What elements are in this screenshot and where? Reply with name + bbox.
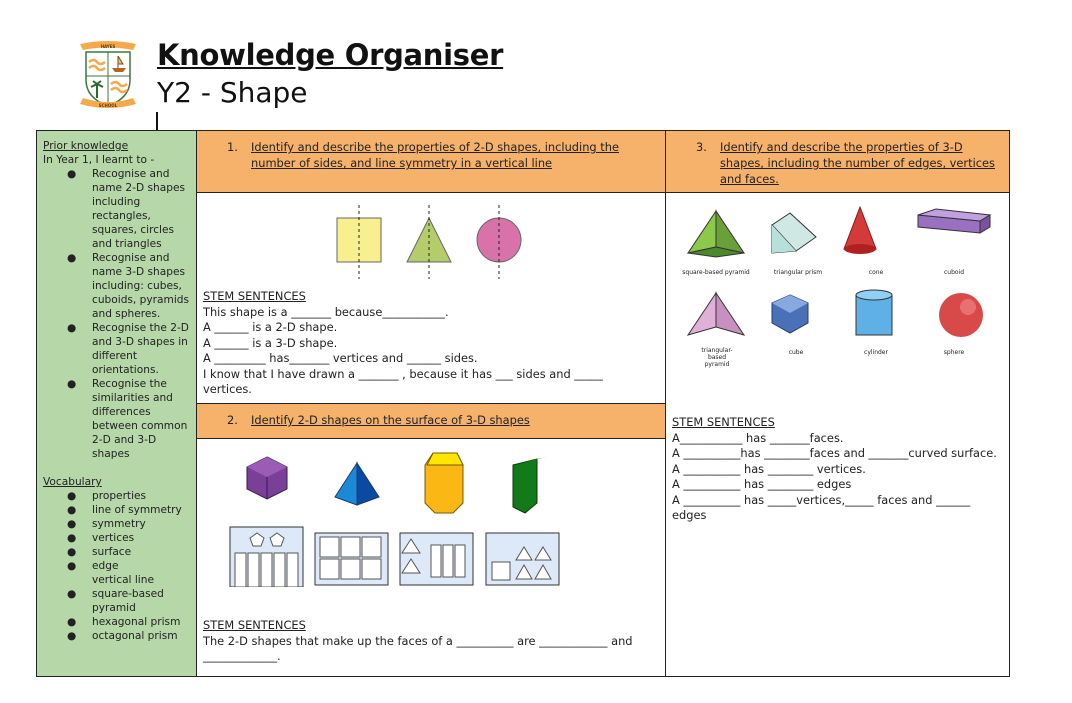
symmetry-shapes-illustration — [336, 205, 522, 279]
prior-knowledge-intro: In Year 1, I learnt to - — [43, 154, 155, 166]
section-2-body: STEM SENTENCES The 2-D shapes that make … — [196, 438, 666, 677]
vocabulary-heading: Vocabulary — [43, 476, 102, 488]
list-item: ●surface — [67, 546, 132, 558]
section-1-body: STEM SENTENCES This shape is a _______ b… — [196, 192, 666, 404]
list-item: ●vertices — [67, 532, 135, 544]
section-3-body: square-based pyramid triangular prism co… — [665, 192, 1010, 677]
prior-knowledge-heading: Prior knowledge — [43, 140, 129, 152]
shape-label: triangular prism — [773, 269, 823, 276]
prior-knowledge-list: ●Recognise and name 2-D shapes including… — [43, 167, 190, 461]
list-item: ●properties — [67, 490, 147, 502]
school-crest-logo: HAYES SCHOOL — [80, 41, 136, 108]
shape-label: cone — [868, 269, 884, 276]
list-item: vertical line — [92, 574, 154, 586]
list-item: ●square-based pyramid — [67, 588, 164, 614]
shape-label: square-based pyramid — [682, 269, 750, 276]
section-3-title: Identify and describe the properties of … — [720, 140, 995, 186]
page-title: Knowledge Organiser — [157, 38, 504, 72]
list-item: ●Recognise the similarities and differen… — [67, 378, 188, 460]
list-item: ●octagonal prism — [67, 630, 178, 642]
list-item: ●Recognise the 2-D and 3-D shapes in dif… — [67, 322, 189, 376]
prior-knowledge-panel: Prior knowledge In Year 1, I learnt to -… — [36, 130, 197, 677]
section-2-title: Identify 2-D shapes on the surface of 3-… — [251, 413, 530, 427]
3d-shapes-illustration — [686, 205, 992, 337]
shape-label: sphere — [943, 349, 965, 356]
section-3-header: 3.Identify and describe the properties o… — [665, 130, 1010, 193]
list-item: ●symmetry — [67, 518, 146, 530]
svg-text:SCHOOL: SCHOOL — [99, 103, 118, 108]
page-subtitle: Y2 - Shape — [157, 76, 308, 109]
shape-label: cube — [788, 349, 804, 356]
3d-shapes-with-nets-illustration — [229, 452, 560, 587]
list-item: ●hexagonal prism — [67, 616, 181, 628]
shape-label: cuboid — [943, 269, 965, 276]
svg-text:HAYES: HAYES — [101, 44, 116, 49]
list-item: ●Recognise and name 2-D shapes including… — [67, 168, 185, 250]
text-cursor — [156, 112, 158, 130]
section-1-header: 1.Identify and describe the properties o… — [196, 130, 666, 193]
section-1-title: Identify and describe the properties of … — [251, 140, 619, 170]
shape-label: triangular-based pyramid — [701, 347, 733, 368]
list-item: ●Recognise and name 3-D shapes including… — [67, 252, 190, 320]
section-1-stem-sentences: STEM SENTENCES This shape is a _______ b… — [203, 289, 603, 396]
section-3-stem-sentences: STEM SENTENCES A___________ has _______f… — [672, 415, 997, 522]
vocabulary-list: ●properties ●line of symmetry ●symmetry … — [43, 489, 190, 643]
section-2-header: 2.Identify 2-D shapes on the surface of … — [196, 403, 666, 439]
list-item: ●line of symmetry — [67, 504, 182, 516]
shape-label: cylinder — [864, 349, 888, 356]
section-2-stem-sentences: STEM SENTENCES The 2-D shapes that make … — [203, 618, 633, 663]
list-item: ●edge — [67, 560, 119, 572]
